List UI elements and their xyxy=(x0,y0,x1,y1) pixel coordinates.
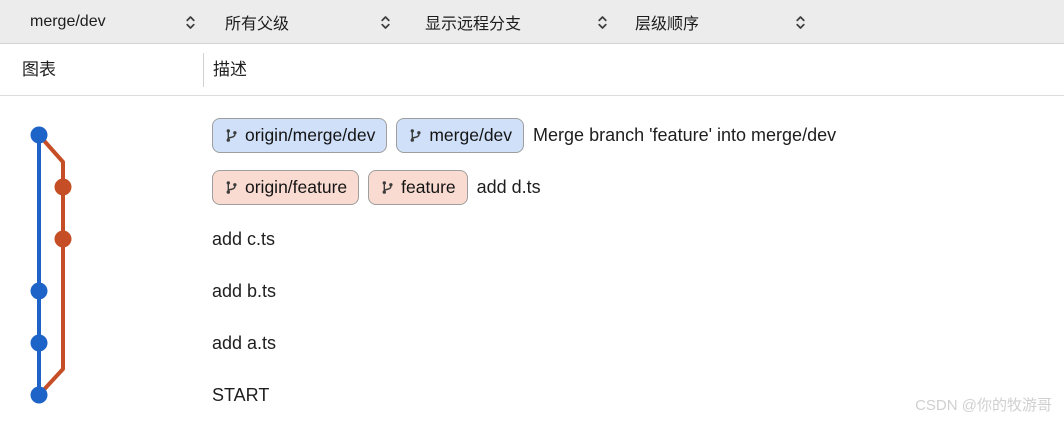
commit-graph[interactable] xyxy=(0,96,203,422)
dropdown-branch[interactable]: merge/dev xyxy=(30,0,196,44)
git-branch-icon xyxy=(226,180,237,194)
commit-dot xyxy=(30,334,48,352)
column-header-description: 描述 xyxy=(213,60,247,79)
git-branch-icon xyxy=(382,180,393,194)
branch-label-text: origin/feature xyxy=(245,176,348,197)
branch-line-feature xyxy=(37,133,65,397)
commit-row[interactable]: add b.ts xyxy=(203,265,1064,317)
commit-row[interactable]: START xyxy=(203,369,1064,421)
column-header-graph: 图表 xyxy=(22,60,56,79)
dropdown-remote-branches[interactable]: 显示远程分支 xyxy=(425,0,608,44)
dropdown-order-value: 层级顺序 xyxy=(635,16,700,33)
git-branch-icon xyxy=(226,128,237,142)
dropdown-parents[interactable]: 所有父级 xyxy=(225,0,391,44)
git-branch-icon xyxy=(410,128,421,142)
updown-chevron-icon xyxy=(186,15,195,29)
commit-row[interactable]: add c.ts xyxy=(203,213,1064,265)
commit-row[interactable]: add a.ts xyxy=(203,317,1064,369)
updown-chevron-icon xyxy=(598,15,607,29)
watermark: CSDN @你的牧游哥 xyxy=(915,397,1052,414)
commit-message: add a.ts xyxy=(212,332,277,353)
commit-message: add b.ts xyxy=(212,280,277,301)
dropdown-order[interactable]: 层级顺序 xyxy=(635,0,806,44)
commit-dot xyxy=(30,126,48,144)
commit-dot xyxy=(54,230,72,248)
updown-chevron-icon xyxy=(381,15,390,29)
commit-message: START xyxy=(212,384,270,405)
commit-message: add d.ts xyxy=(476,176,541,197)
dropdown-remote-branches-value: 显示远程分支 xyxy=(425,16,522,33)
commit-message: Merge branch 'feature' into merge/dev xyxy=(533,124,837,145)
commit-dot xyxy=(30,386,48,404)
commit-message: add c.ts xyxy=(212,228,276,249)
branch-label[interactable]: origin/merge/dev xyxy=(212,117,388,153)
branch-label[interactable]: merge/dev xyxy=(396,117,525,153)
toolbar: merge/dev 所有父级 显示远程分支 层级顺序 xyxy=(0,0,1064,44)
commit-dot xyxy=(30,282,48,300)
updown-chevron-icon xyxy=(796,15,805,29)
commit-row[interactable]: origin/feature feature add d.ts xyxy=(203,161,1064,213)
branch-label[interactable]: feature xyxy=(368,169,468,205)
dropdown-branch-value: merge/dev xyxy=(30,13,106,30)
dropdown-parents-value: 所有父级 xyxy=(225,16,290,33)
commit-row[interactable]: origin/merge/dev merge/dev Merge branch … xyxy=(203,109,1064,161)
branch-label-text: merge/dev xyxy=(429,124,513,145)
branch-label-text: origin/merge/dev xyxy=(245,124,376,145)
column-divider xyxy=(203,53,204,87)
branch-label-text: feature xyxy=(401,176,456,197)
table-header: 图表 描述 xyxy=(0,44,1064,96)
branch-label[interactable]: origin/feature xyxy=(212,169,360,205)
commit-dot xyxy=(54,178,72,196)
